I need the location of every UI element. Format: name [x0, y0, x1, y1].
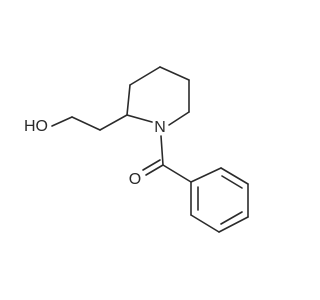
- bond-ring-c6-n: [168, 111, 190, 126]
- molecule-structure: HO N O: [0, 0, 300, 300]
- bond-ring-n-c2: [126, 114, 153, 123]
- bond-benzene-5: [190, 214, 220, 233]
- bond-benzene-inner-1: [221, 175, 243, 189]
- bond-benzene-inner-2: [220, 211, 243, 225]
- nitrogen-label: N: [154, 119, 166, 136]
- bond-benzene-1: [190, 167, 222, 183]
- bond-ring-c2-c3: [126, 84, 131, 116]
- bond-ch2-ch2-lower: [71, 116, 101, 131]
- bond-ring-c3-c4: [129, 66, 161, 86]
- bond-n-carbonyl: [160, 135, 164, 166]
- hydroxyl-label: HO: [24, 118, 48, 135]
- bond-carbonyl-phenyl: [162, 164, 192, 183]
- bond-benzene-4: [218, 216, 249, 233]
- bond-carbonyl-o-2: [142, 159, 161, 171]
- bond-ring-c4-c5: [159, 66, 190, 81]
- bond-ch2-ring: [99, 114, 128, 131]
- structure-canvas: HO N O: [0, 0, 300, 300]
- bond-o-ch2: [51, 116, 73, 127]
- background: [0, 0, 300, 300]
- bond-benzene-2: [220, 167, 249, 185]
- carbonyl-oxygen-label: O: [129, 171, 141, 188]
- bond-carbonyl-o-1: [145, 164, 164, 176]
